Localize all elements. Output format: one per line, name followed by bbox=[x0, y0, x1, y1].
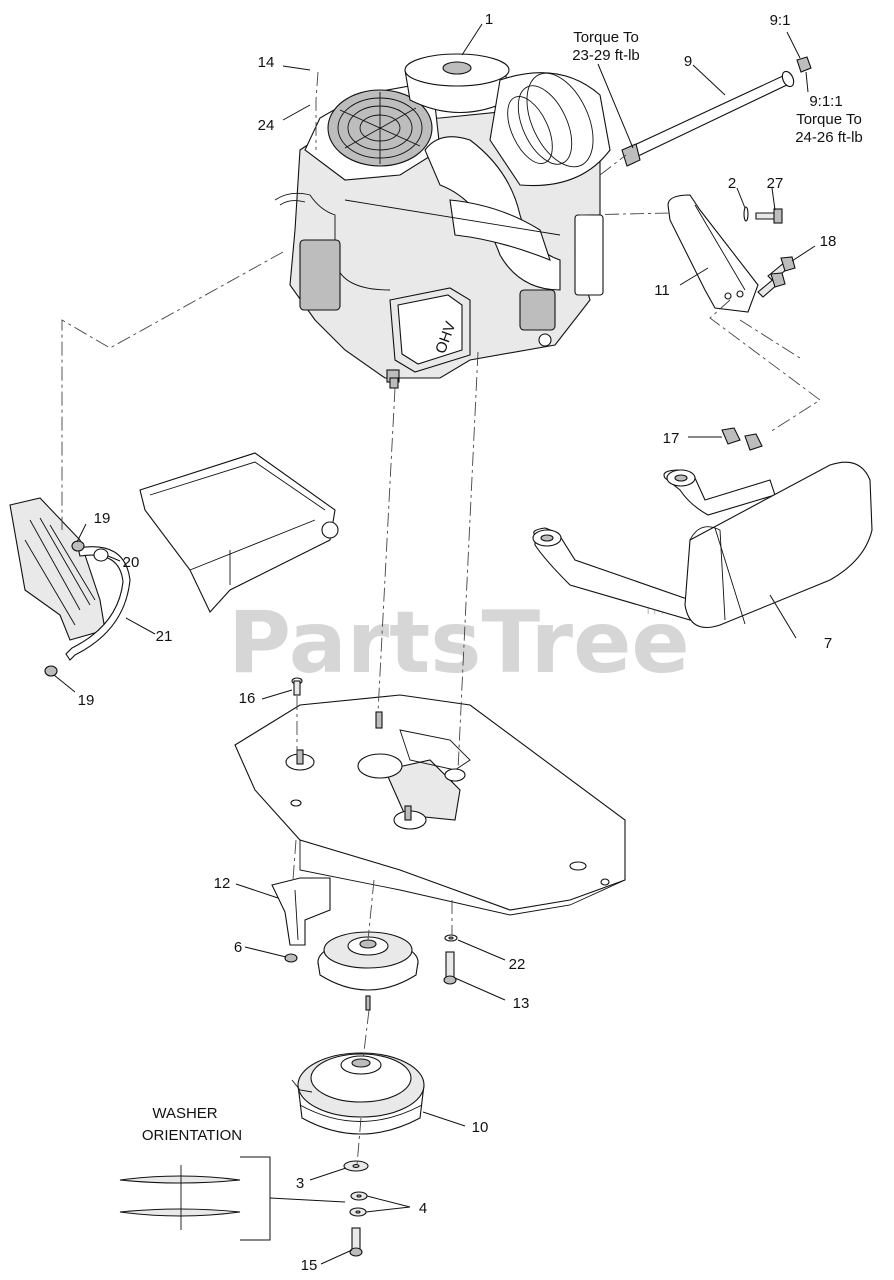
muffler[interactable] bbox=[532, 461, 873, 629]
washer-2[interactable] bbox=[743, 206, 749, 222]
bolt-18[interactable] bbox=[757, 256, 796, 298]
torque-note-exhaust-tube: Torque To 23-29 ft-lb bbox=[572, 29, 640, 64]
hose-clamp-19-upper[interactable] bbox=[71, 540, 85, 552]
torque-note-b-line1: Torque To bbox=[796, 111, 862, 128]
callout-13: 13 bbox=[513, 995, 530, 1012]
callout-10: 10 bbox=[472, 1119, 489, 1136]
callout-6: 6 bbox=[234, 939, 242, 956]
callout-12: 12 bbox=[214, 875, 231, 892]
pulley[interactable] bbox=[317, 931, 419, 1011]
callout-14: 14 bbox=[258, 54, 275, 71]
callout-1: 1 bbox=[485, 11, 493, 28]
stud-16[interactable] bbox=[291, 677, 303, 696]
nut-17[interactable] bbox=[721, 427, 763, 451]
watermark-text: PartsTree bbox=[228, 593, 690, 693]
callout-11: 11 bbox=[654, 282, 670, 299]
fitting-20[interactable] bbox=[93, 548, 109, 562]
engine-mount-frame bbox=[139, 452, 339, 613]
clutch-bracket[interactable] bbox=[271, 877, 331, 946]
callout-9: 9 bbox=[684, 53, 692, 70]
nut-6[interactable] bbox=[284, 953, 298, 963]
callout-9-1: 9:1 bbox=[770, 12, 791, 29]
washer-22[interactable] bbox=[444, 934, 458, 942]
callout-19-lower: 19 bbox=[78, 692, 95, 709]
callout-21: 21 bbox=[156, 628, 173, 645]
callout-20: 20 bbox=[123, 554, 140, 571]
callout-15: 15 bbox=[301, 1257, 318, 1274]
callout-24: 24 bbox=[258, 117, 275, 134]
callout-labels: 1 2 3 4 6 7 9 9:1 9:1:1 10 11 12 13 14 1… bbox=[78, 11, 843, 1274]
washer-3[interactable] bbox=[343, 1160, 369, 1172]
washer-orientation-detail: WASHER ORIENTATION bbox=[119, 1105, 346, 1241]
washer-4-lower[interactable] bbox=[349, 1207, 367, 1217]
torque-note-b-line2: 24-26 ft-lb bbox=[795, 129, 863, 146]
muffler-bracket[interactable] bbox=[667, 194, 759, 313]
torque-note-a-line1: Torque To bbox=[573, 29, 639, 46]
washer-orientation-title-line2: ORIENTATION bbox=[142, 1127, 242, 1144]
electric-clutch[interactable] bbox=[291, 1052, 425, 1135]
engine-deck-plate bbox=[234, 694, 626, 916]
torque-note-tube-nut: Torque To 24-26 ft-lb bbox=[795, 111, 863, 146]
air-filter-canister bbox=[489, 72, 611, 187]
air-cleaner-cover[interactable] bbox=[404, 53, 511, 113]
engine[interactable]: OHV bbox=[274, 53, 611, 389]
flywheel-screen bbox=[327, 89, 433, 167]
assembly-centerlines bbox=[61, 71, 821, 1166]
torque-note-a-line2: 23-29 ft-lb bbox=[572, 47, 640, 64]
washer-orientation-title-line1: WASHER bbox=[152, 1105, 217, 1122]
callout-2: 2 bbox=[728, 175, 736, 192]
bolt-13[interactable] bbox=[443, 951, 457, 985]
callout-4: 4 bbox=[419, 1200, 427, 1217]
callout-16: 16 bbox=[239, 690, 256, 707]
bolt-27[interactable] bbox=[755, 208, 783, 224]
washer-4-upper[interactable] bbox=[350, 1191, 368, 1201]
callout-27: 27 bbox=[767, 175, 784, 192]
side-guard bbox=[9, 497, 106, 641]
exhaust-tube-nut[interactable] bbox=[796, 56, 812, 73]
callout-22: 22 bbox=[509, 956, 526, 973]
callout-3: 3 bbox=[296, 1175, 304, 1192]
callout-18: 18 bbox=[820, 233, 837, 250]
callout-17: 17 bbox=[663, 430, 680, 447]
callout-7: 7 bbox=[824, 635, 832, 652]
callout-19-upper: 19 bbox=[94, 510, 111, 527]
exhaust-tube[interactable] bbox=[621, 56, 812, 167]
valve-cover: OHV bbox=[389, 287, 471, 373]
bolt-15[interactable] bbox=[349, 1227, 363, 1257]
callout-9-1-1: 9:1:1 bbox=[809, 93, 842, 110]
hose-21[interactable] bbox=[65, 546, 131, 661]
hose-clamp-19-lower[interactable] bbox=[44, 665, 58, 677]
callout-leaders bbox=[53, 23, 816, 1265]
